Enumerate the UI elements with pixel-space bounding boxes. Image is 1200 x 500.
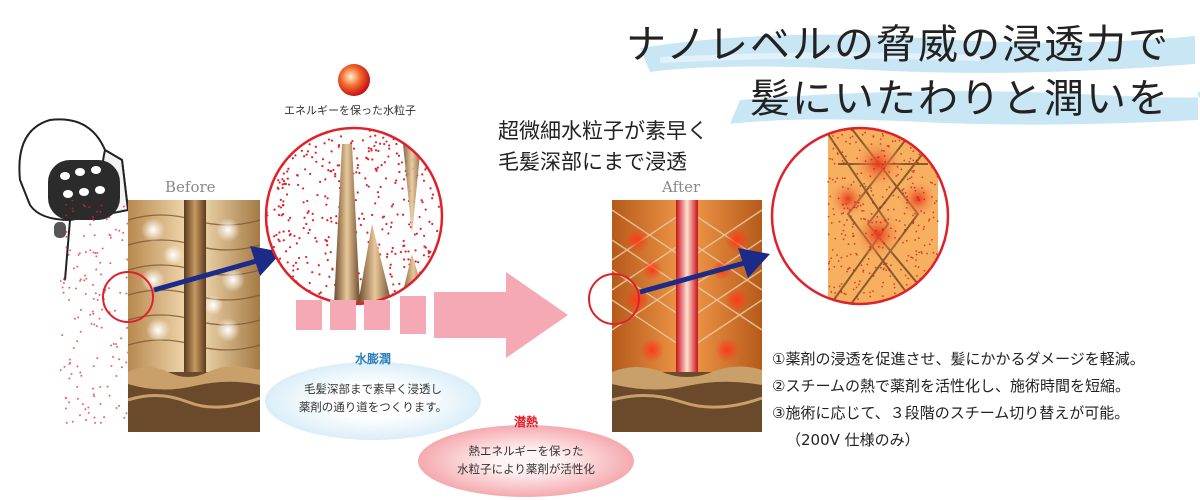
- before-zoom-marker: [102, 271, 154, 323]
- benefit-item: ①薬剤の浸透を促進させ、髪にかかるダメージを軽減。: [772, 350, 1145, 368]
- latent-heat-bubble-line-2: 水粒子により薬剤が活性化: [457, 462, 595, 476]
- before-hair-cross-section: [128, 200, 260, 432]
- benefit-item: ③施術に応じて、３段階のスチーム切り替えが可能。: [772, 404, 1130, 422]
- moisture-bubble: [265, 362, 481, 440]
- before-zoom-detail: [264, 126, 444, 306]
- latent-heat-bubble-text: 熱エネルギーを保った 水粒子により薬剤が活性化: [418, 442, 634, 478]
- energy-particle-icon: [338, 64, 370, 96]
- transition-arrow: [296, 272, 568, 358]
- headline-brush-stroke: [640, 34, 1200, 125]
- before-label: Before: [165, 178, 216, 196]
- after-zoom-detail: [770, 126, 950, 306]
- subhead: 超微細水粒子が素早く 毛髪深部にまで浸透: [498, 116, 708, 178]
- moisture-bubble-text: 毛髪深部まで素早く浸透し 薬剤の通り道をつくります。: [265, 380, 481, 416]
- headline-line-1: ナノレベルの脅威の浸透力で: [626, 22, 1170, 68]
- after-label: After: [662, 178, 701, 196]
- latent-heat-bubble-title: 潜熱: [513, 415, 538, 429]
- benefits-list: ①薬剤の浸透を促進させ、髪にかかるダメージを軽減。 ②スチームの熱で薬剤を活性化…: [772, 346, 1145, 454]
- headline-line-2: 髪にいたわりと潤いを: [750, 76, 1170, 122]
- subhead-line-1: 超微細水粒子が素早く: [498, 119, 708, 143]
- benefit-note: （200V 仕様のみ）: [786, 431, 920, 449]
- moisture-bubble-line-1: 毛髪深部まで素早く浸透し: [304, 382, 442, 396]
- subhead-line-2: 毛髪深部にまで浸透: [498, 150, 687, 174]
- after-hair-cross-section: [612, 200, 762, 432]
- moisture-bubble-line-2: 薬剤の通り道をつくります。: [298, 400, 448, 414]
- benefit-item: ②スチームの熱で薬剤を活性化し、施術時間を短縮。: [772, 377, 1130, 395]
- after-zoom-arrow: [639, 248, 770, 295]
- latent-heat-bubble-line-1: 熱エネルギーを保った: [468, 444, 584, 458]
- energy-particle-label: エネルギーを保った水粒子: [284, 104, 416, 117]
- after-zoom-marker: [588, 273, 640, 325]
- moisture-bubble-title: 水膨潤: [354, 352, 391, 366]
- latent-heat-bubble: [418, 425, 634, 497]
